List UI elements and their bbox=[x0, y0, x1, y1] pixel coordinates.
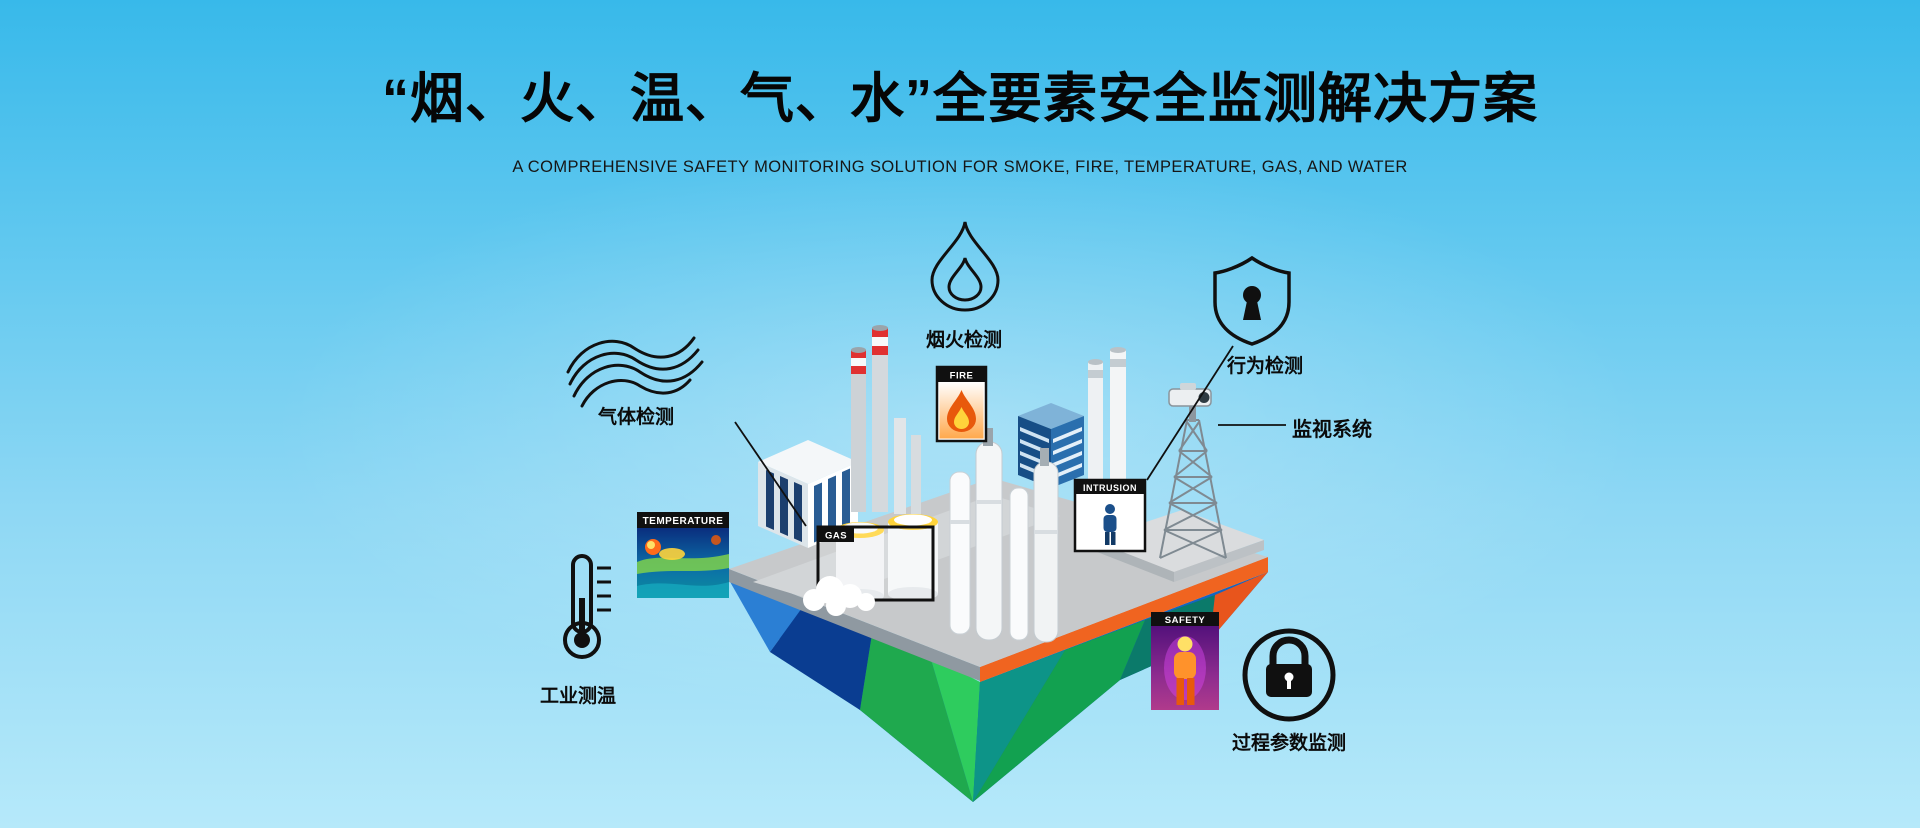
gas-detection-label: 气体检测 bbox=[598, 407, 675, 428]
surveillance-system-label: 监视系统 bbox=[1292, 419, 1372, 441]
industrial-temperature-label: 工业测温 bbox=[540, 686, 617, 707]
process-columns bbox=[949, 428, 1059, 643]
cctv-camera-icon bbox=[1168, 383, 1212, 422]
striped-chimneys bbox=[851, 325, 921, 515]
behavior-callout-line bbox=[1146, 345, 1234, 481]
process-parameter-label: 过程参数监测 bbox=[1232, 733, 1347, 754]
safety-inset: SAFETY bbox=[1151, 612, 1219, 710]
smoke-waves-icon bbox=[566, 336, 704, 408]
fire-inset-label: FIRE bbox=[950, 371, 974, 382]
behavior-detection-label: 行为检测 bbox=[1227, 356, 1304, 377]
page-subtitle: A COMPREHENSIVE SAFETY MONITORING SOLUTI… bbox=[512, 158, 1408, 176]
blue-building bbox=[1018, 403, 1084, 488]
shield-keyhole-icon bbox=[1213, 255, 1291, 346]
thermometer-icon bbox=[563, 554, 611, 659]
lattice-tower bbox=[1159, 419, 1227, 559]
gas-inset-label: GAS bbox=[825, 531, 847, 542]
gas-callout-line bbox=[734, 421, 807, 527]
island-underside bbox=[729, 557, 1268, 802]
safety-inset-label: SAFETY bbox=[1165, 615, 1206, 626]
white-stacks bbox=[1088, 347, 1126, 488]
industrial-safety-illustration: TEMPERATURE GAS FIRE bbox=[563, 221, 1336, 802]
temperature-inset: TEMPERATURE bbox=[637, 512, 729, 598]
callout-lines bbox=[734, 345, 1286, 527]
page-title: “烟、火、温、气、水”全要素安全监测解决方案 bbox=[382, 69, 1538, 129]
smoke-fire-detection-label: 烟火检测 bbox=[926, 330, 1003, 351]
intrusion-inset-label: INTRUSION bbox=[1083, 483, 1137, 493]
temperature-inset-label: TEMPERATURE bbox=[643, 516, 724, 527]
gas-inset: GAS bbox=[803, 525, 935, 616]
intrusion-inset: INTRUSION bbox=[1073, 478, 1147, 553]
fire-inset: FIRE bbox=[935, 365, 988, 443]
padlock-circle-icon bbox=[1242, 628, 1336, 722]
storage-tanks bbox=[836, 514, 938, 603]
gas-smoke-cloud bbox=[803, 576, 875, 616]
flame-drop-icon bbox=[930, 221, 1000, 312]
